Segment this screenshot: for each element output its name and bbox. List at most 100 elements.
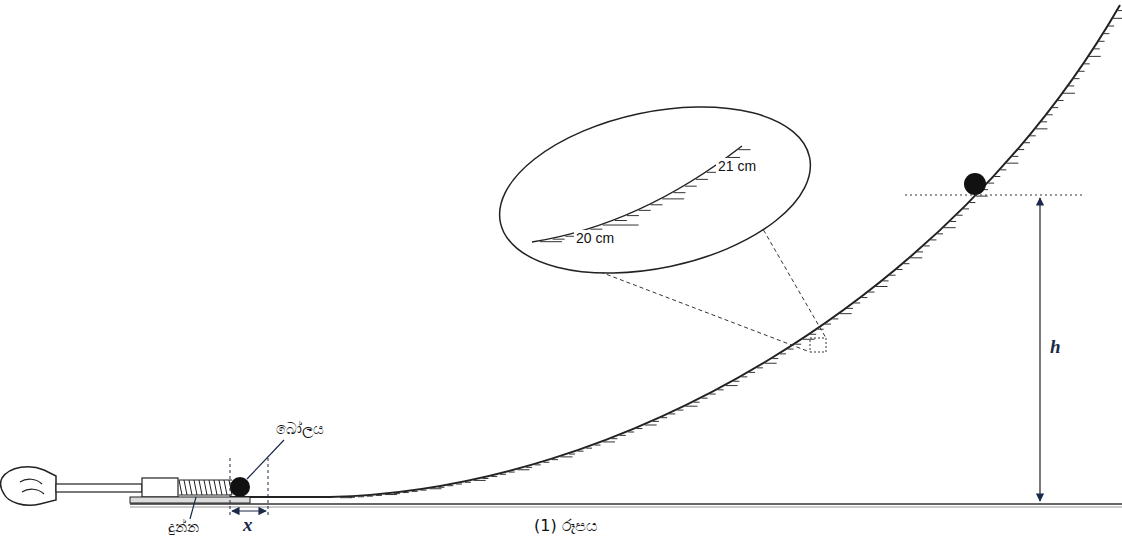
tick-mark [1030, 135, 1036, 136]
tick-mark [179, 495, 232, 496]
tick-mark [543, 462, 549, 463]
tick-mark [739, 149, 751, 150]
tick-mark [674, 192, 686, 193]
tick-mark [199, 480, 202, 495]
tick-mark [620, 435, 626, 436]
tick-mark [535, 464, 541, 465]
tick-mark [349, 497, 355, 498]
height-label: h [1050, 336, 1061, 359]
tick-mark [694, 402, 700, 403]
tick-mark [757, 367, 763, 368]
tick-mark [412, 491, 418, 492]
tick-mark [358, 496, 364, 497]
tick-mark [421, 490, 427, 491]
tick-mark [976, 196, 988, 197]
tick-mark [1068, 85, 1074, 86]
tick-mark [1024, 142, 1030, 143]
tick-mark [1018, 149, 1024, 150]
tick-mark [726, 385, 738, 386]
tick-mark [930, 239, 936, 240]
tick-mark [603, 225, 639, 226]
tick-mark [897, 269, 903, 270]
tick-mark [1103, 33, 1109, 34]
tick-mark [578, 451, 584, 452]
spring-label: දුන්න [168, 518, 199, 536]
tick-mark [385, 494, 397, 495]
tick-mark [1089, 56, 1101, 57]
tick-mark [224, 480, 227, 495]
figure-caption: (1) රූපය [534, 516, 598, 535]
tick-mark [780, 353, 786, 354]
tick-mark [718, 389, 724, 390]
tick-mark [1094, 48, 1100, 49]
tick-mark [854, 302, 860, 303]
tick-mark [639, 210, 651, 211]
tick-mark [636, 428, 642, 429]
tick-mark [1058, 100, 1064, 101]
tick-mark [509, 472, 515, 473]
tick-mark [803, 339, 815, 340]
tick-mark [179, 480, 232, 481]
tick-mark [988, 183, 994, 184]
tick-mark [710, 394, 716, 395]
tick-mark [1035, 128, 1047, 129]
tick-mark [944, 227, 956, 228]
tick-mark [702, 398, 708, 399]
tick-mark [500, 474, 506, 475]
tick-mark [1047, 114, 1053, 115]
tick-mark [376, 495, 382, 496]
tick-mark [795, 344, 801, 345]
tick-mark [685, 186, 697, 187]
tick-mark [1052, 107, 1058, 108]
tick-mark [561, 456, 573, 457]
tick-mark [189, 480, 192, 495]
tick-mark [772, 358, 778, 359]
tick-mark [184, 480, 187, 495]
tick-mark [903, 263, 909, 264]
tick-mark [876, 286, 888, 287]
tick-mark [611, 438, 617, 439]
tick-mark [1084, 63, 1090, 64]
tick-mark [950, 221, 956, 222]
tick-mark [1063, 93, 1075, 94]
tick-mark [788, 349, 794, 350]
tick-mark [963, 208, 969, 209]
tick-mark [1000, 169, 1006, 170]
tick-mark [219, 480, 222, 495]
tick-mark [861, 297, 867, 298]
tick-mark [209, 480, 212, 495]
tick-mark [969, 202, 975, 203]
tick-mark [1073, 78, 1079, 79]
tick-mark [456, 484, 462, 485]
tick-mark [204, 480, 207, 495]
tick-mark [586, 448, 592, 449]
tick-mark [553, 239, 565, 240]
tick-mark [653, 421, 659, 422]
tick-mark [832, 318, 838, 319]
tick-mark [447, 485, 453, 486]
tick-mark [662, 198, 684, 199]
scale-reading: 20 cm [574, 230, 616, 247]
tick-mark [179, 480, 182, 495]
tick-mark [1099, 41, 1105, 42]
tick-mark [569, 454, 575, 455]
tick-mark [540, 241, 562, 242]
tick-mark [429, 488, 441, 489]
tick-mark [394, 493, 400, 494]
tick-mark [526, 467, 532, 468]
tick-mark [645, 425, 657, 426]
tick-mark [651, 204, 663, 205]
tick-mark [890, 275, 896, 276]
tick-mark [868, 292, 874, 293]
tick-mark [615, 220, 627, 221]
tick-mark [552, 459, 558, 460]
tick-mark [957, 215, 963, 216]
tick-mark [595, 445, 601, 446]
tick-mark [883, 280, 889, 281]
tick-mark [1117, 10, 1122, 11]
tick-mark [847, 308, 853, 309]
tick-mark [1012, 156, 1018, 157]
tick-mark [686, 406, 698, 407]
tick-mark [677, 410, 683, 411]
tick-mark [994, 176, 1000, 177]
